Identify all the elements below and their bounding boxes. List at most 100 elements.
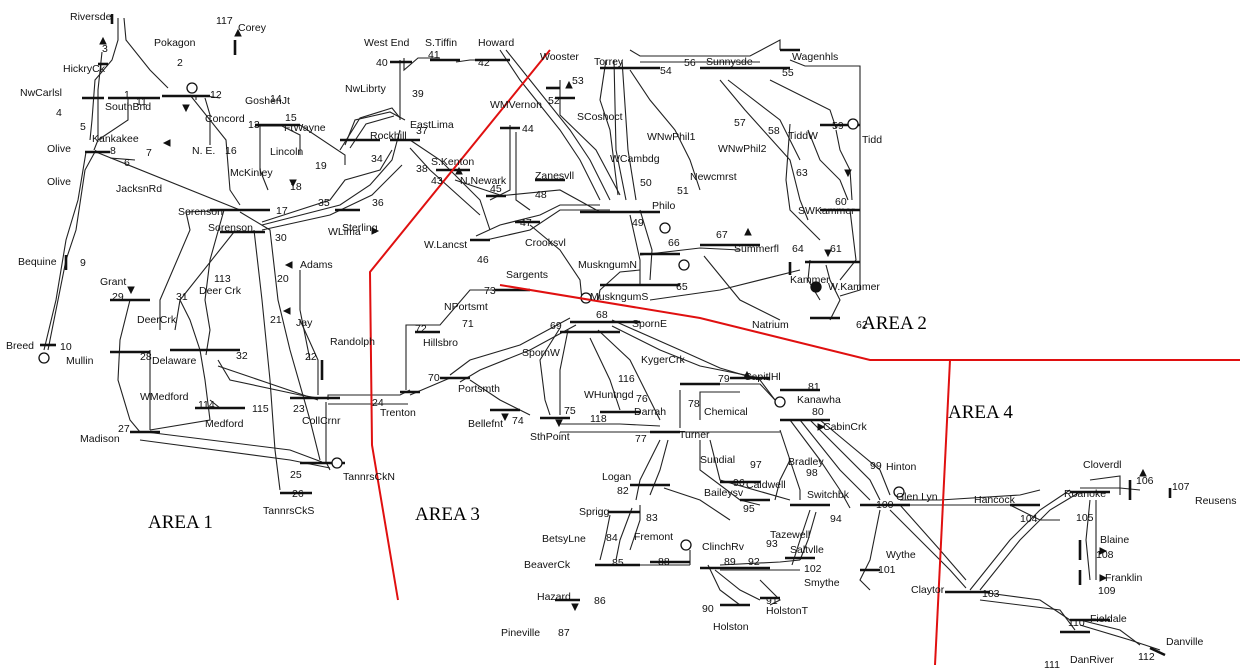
bus-number: 90 [702, 603, 714, 615]
bus-name: Summerfl [734, 243, 779, 255]
bus-name: SCoshoct [577, 111, 623, 123]
bus-number: 72 [415, 323, 427, 335]
bus-name: N.Newark [460, 175, 507, 187]
bus-name: BeaverCk [524, 559, 571, 571]
bus-name: WNwPhil2 [718, 143, 767, 155]
bus-number: 26 [292, 488, 304, 500]
bus-name: W.Lancst [424, 239, 467, 251]
bus-number: 111 [1044, 659, 1060, 671]
bus-name: GoshenJt [245, 95, 290, 107]
bus-number: 27 [118, 423, 130, 435]
bus-name: Madison [80, 433, 120, 445]
bus-number: 75 [564, 405, 576, 417]
bus-number: 48 [535, 189, 547, 201]
bus-number: 59 [832, 120, 844, 132]
bus-number: 117 [216, 15, 233, 27]
bus-name: Sundial [700, 454, 735, 466]
bus-name: Kankakee [92, 133, 139, 145]
bus-name: Trenton [380, 407, 416, 419]
bus-number: 54 [660, 65, 672, 77]
bus-name: West End [364, 37, 409, 49]
bus-name: Glen Lyn [896, 491, 938, 503]
bus-number: 56 [684, 57, 696, 69]
bus-number: 16 [225, 145, 237, 157]
bus-number: 1 [124, 89, 130, 101]
load-arrows [99, 28, 1147, 612]
bus-name: HickryCk [63, 63, 106, 75]
bus-number: 110 [1068, 617, 1085, 629]
bus-name: McKinley [230, 167, 273, 179]
bus-number: 95 [743, 503, 755, 515]
bus-number: 32 [236, 350, 248, 362]
bus-name: Hinton [886, 461, 917, 473]
bus-name: Adams [300, 259, 333, 271]
bus-name: Bellefnt [468, 418, 503, 430]
bus-name: Turner [679, 429, 710, 441]
bus-number: 31 [176, 291, 188, 303]
bus-number: 50 [640, 177, 652, 189]
bus-number: 47 [520, 217, 532, 229]
bus-number: 24 [372, 397, 384, 409]
bus-name: FtWayne [284, 122, 326, 134]
bus-bars [40, 14, 1172, 657]
bus-name: Switchbk [807, 489, 850, 501]
bus-number: 10 [60, 341, 72, 353]
area-labels: AREA 1 AREA 2 AREA 3 AREA 4 [148, 313, 1013, 533]
bus-name: Sorenson [208, 222, 253, 234]
bus-number: 60 [835, 196, 847, 208]
bus-number: 8 [110, 145, 116, 157]
bus-number: 86 [594, 595, 606, 607]
bus-number: 101 [878, 564, 896, 576]
bus-name: N. E. [192, 145, 215, 157]
bus-number: 82 [617, 485, 629, 497]
bus-name: MuskngumN [578, 259, 637, 271]
bus-name: TannrsCkS [263, 505, 314, 517]
bus-number: 22 [305, 351, 317, 363]
bus-name: BetsyLne [542, 533, 586, 545]
bus-name: Riversde [70, 11, 112, 23]
bus-number: 51 [677, 185, 689, 197]
bus-number: 20 [277, 273, 289, 285]
bus-number: 39 [412, 88, 424, 100]
bus-name: Blaine [1100, 534, 1129, 546]
bus-number: 34 [371, 153, 383, 165]
bus-name: Chemical [704, 406, 748, 418]
bus-number: 15 [285, 112, 297, 124]
bus-number: 57 [734, 117, 746, 129]
bus-name: Sterling [342, 222, 378, 234]
bus-number: 116 [618, 373, 635, 385]
bus-number: 70 [428, 372, 440, 384]
bus-number: 74 [512, 415, 524, 427]
bus-name: JacksnRd [116, 183, 162, 195]
bus-name: SouthBnd [105, 101, 151, 113]
bus-name: Newcmrst [690, 171, 737, 183]
bus-number: 96 [733, 477, 745, 489]
bus-number: 4 [56, 107, 62, 119]
bus-number: 80 [812, 406, 824, 418]
bus-name: DanRiver [1070, 654, 1114, 666]
bus-name: Sunnysde [706, 56, 753, 68]
bus-name: Hazard [537, 591, 571, 603]
bus-name: HolstonT [766, 605, 809, 617]
bus-name: Sorenson [178, 206, 223, 218]
bus-name: Wagenhls [792, 51, 838, 63]
bus-name: Randolph [330, 336, 375, 348]
bus-number: 87 [558, 627, 570, 639]
bus-name: KygerCrk [641, 354, 686, 366]
bus-number: 112 [1138, 651, 1155, 663]
bus-number: 89 [724, 556, 736, 568]
bus-number: 19 [315, 160, 327, 172]
bus-name: Hancock [974, 494, 1016, 506]
bus-name: Holston [713, 621, 749, 633]
bus-name: Danville [1166, 636, 1204, 648]
bus-name: WMVernon [490, 99, 542, 111]
bus-name: Reusens [1195, 495, 1236, 507]
area-4-label: AREA 4 [948, 402, 1013, 423]
bus-name: Corey [238, 22, 267, 34]
bus-name: MuskngumS [590, 291, 648, 303]
bus-number: 76 [636, 393, 648, 405]
bus-name: NwCarlsl [20, 87, 62, 99]
bus-number: 45 [490, 183, 502, 195]
bus-number: 61 [830, 243, 842, 255]
bus-name: Smythe [804, 577, 840, 589]
